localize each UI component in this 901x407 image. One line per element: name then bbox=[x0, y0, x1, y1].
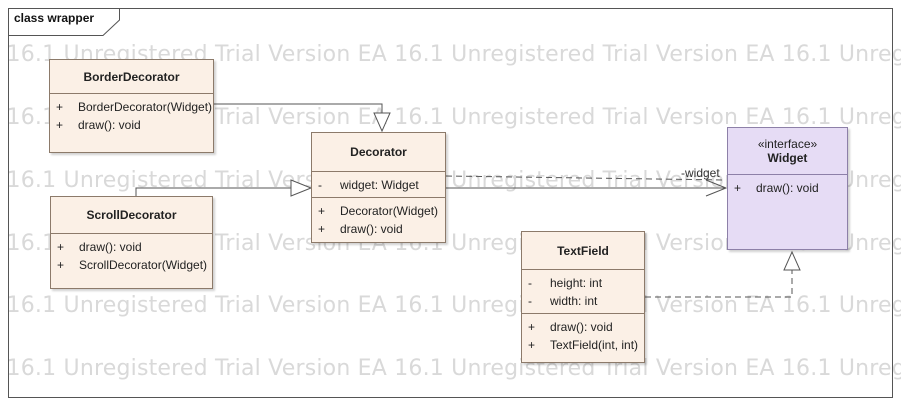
operation-row[interactable]: + draw(): void bbox=[312, 220, 445, 238]
operation-text: Decorator(Widget) bbox=[340, 204, 439, 218]
visibility-marker: + bbox=[56, 100, 64, 114]
visibility-marker: - bbox=[318, 178, 322, 192]
class-border-decorator[interactable]: BorderDecorator + BorderDecorator(Widget… bbox=[49, 59, 214, 153]
visibility-marker: - bbox=[528, 294, 532, 308]
operations-section: + Decorator(Widget) + draw(): void bbox=[312, 198, 445, 241]
operation-text: ScrollDecorator(Widget) bbox=[79, 258, 208, 272]
attribute-text: widget: Widget bbox=[340, 178, 419, 192]
operation-text: draw(): void bbox=[550, 320, 613, 334]
class-header: BorderDecorator bbox=[50, 60, 213, 94]
operation-text: BorderDecorator(Widget) bbox=[78, 100, 213, 114]
class-header: ScrollDecorator bbox=[51, 197, 212, 234]
operations-section: + draw(): void bbox=[728, 175, 847, 200]
visibility-marker: + bbox=[56, 118, 64, 132]
operation-text: draw(): void bbox=[756, 181, 819, 195]
attributes-section: - height: int - width: int bbox=[522, 270, 644, 314]
visibility-marker: + bbox=[528, 320, 536, 334]
operation-text: draw(): void bbox=[340, 222, 403, 236]
class-name: Decorator bbox=[350, 145, 407, 159]
frame-title: class wrapper bbox=[14, 11, 95, 25]
stereotype-label: «interface» bbox=[757, 137, 818, 151]
class-header: TextField bbox=[522, 232, 644, 270]
attributes-section: - widget: Widget bbox=[312, 172, 445, 198]
diagram-frame bbox=[8, 8, 893, 398]
watermark-row: EA 16.1 Unregistered Trial Version EA 16… bbox=[0, 356, 901, 381]
operation-row[interactable]: + draw(): void bbox=[50, 116, 213, 134]
attribute-row[interactable]: - height: int bbox=[522, 274, 644, 292]
operations-section: + draw(): void + ScrollDecorator(Widget) bbox=[51, 234, 212, 277]
attribute-text: height: int bbox=[550, 276, 603, 290]
operation-row[interactable]: + draw(): void bbox=[51, 238, 212, 256]
visibility-marker: + bbox=[57, 240, 65, 254]
operation-text: TextField(int, int) bbox=[550, 338, 639, 352]
class-scroll-decorator[interactable]: ScrollDecorator + draw(): void + ScrollD… bbox=[50, 196, 213, 289]
operation-row[interactable]: + draw(): void bbox=[522, 318, 644, 336]
class-name: TextField bbox=[557, 243, 609, 258]
visibility-marker: + bbox=[57, 258, 65, 272]
class-name: ScrollDecorator bbox=[86, 208, 177, 222]
attribute-text: width: int bbox=[550, 294, 598, 308]
operation-text: draw(): void bbox=[78, 118, 141, 132]
visibility-marker: + bbox=[734, 181, 742, 195]
operation-text: draw(): void bbox=[79, 240, 142, 254]
association-decorator-widget[interactable] bbox=[446, 179, 728, 197]
operation-row[interactable]: + BorderDecorator(Widget) bbox=[50, 98, 213, 116]
generalization-scroll-decorator[interactable] bbox=[135, 179, 313, 197]
class-name: BorderDecorator bbox=[83, 69, 180, 84]
frame-tab bbox=[8, 8, 120, 36]
operations-section: + draw(): void + TextField(int, int) bbox=[522, 314, 644, 357]
realization-text-field[interactable] bbox=[645, 250, 801, 298]
operation-row[interactable]: + Decorator(Widget) bbox=[312, 202, 445, 220]
operation-row[interactable]: + TextField(int, int) bbox=[522, 336, 644, 354]
visibility-marker: - bbox=[528, 276, 532, 290]
interface-widget[interactable]: «interface» Widget + draw(): void bbox=[727, 127, 848, 250]
attribute-row[interactable]: - widget: Widget bbox=[312, 176, 445, 194]
visibility-marker: + bbox=[318, 204, 326, 218]
operation-row[interactable]: + draw(): void bbox=[728, 179, 847, 197]
class-text-field[interactable]: TextField - height: int - width: int + d… bbox=[521, 231, 645, 363]
visibility-marker: + bbox=[528, 338, 536, 352]
visibility-marker: + bbox=[318, 222, 326, 236]
operations-section: + BorderDecorator(Widget) + draw(): void bbox=[50, 94, 213, 137]
attribute-row[interactable]: - width: int bbox=[522, 292, 644, 310]
dependency-decorator-widget[interactable] bbox=[445, 175, 727, 181]
class-header: Decorator bbox=[312, 133, 445, 172]
operation-row[interactable]: + ScrollDecorator(Widget) bbox=[51, 256, 212, 274]
class-name: Widget bbox=[767, 151, 808, 165]
class-decorator[interactable]: Decorator - widget: Widget + Decorator(W… bbox=[311, 132, 446, 243]
class-header: «interface» Widget bbox=[728, 128, 847, 175]
association-role-label: -widget bbox=[681, 166, 720, 180]
generalization-border-decorator[interactable] bbox=[213, 103, 391, 133]
